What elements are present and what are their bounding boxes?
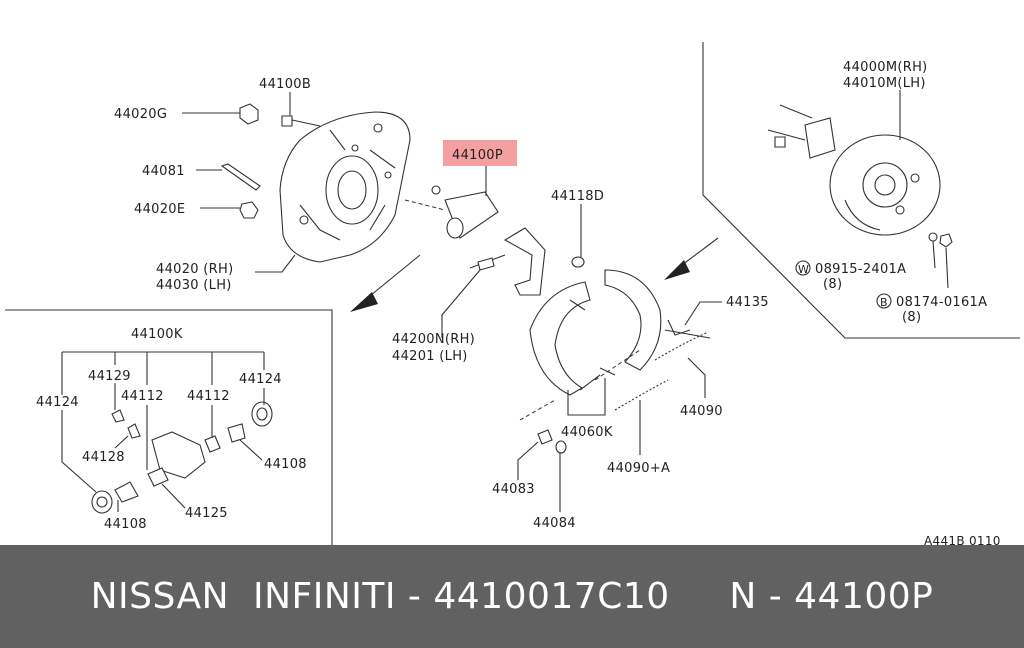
label-08174-0161a: 08174-0161A	[896, 295, 987, 310]
label-44060k: 44060K	[561, 425, 613, 440]
label-44124-left: 44124	[36, 395, 79, 410]
label-44020e: 44020E	[134, 202, 185, 217]
label-44112-right: 44112	[187, 389, 230, 404]
label-44129: 44129	[88, 369, 131, 384]
direction-arrow-right	[664, 237, 719, 280]
label-08915-2401a: 08915-2401A	[815, 262, 906, 277]
adjuster-44118d-illustration	[571, 256, 585, 268]
leader-lines	[61, 90, 949, 512]
assembly-dashed-guides	[519, 349, 641, 421]
marker-circle-w	[795, 260, 811, 276]
pin-44083-illustration	[537, 429, 553, 445]
label-44125: 44125	[185, 506, 228, 521]
part-number-banner: NISSAN INFINITI - 4410017C10 N - 44100P	[0, 545, 1024, 648]
label-44020-rh: 44020 (RH)	[156, 262, 233, 277]
drum-assembly-44000m-illustration	[767, 104, 941, 236]
label-44000m-rh: 44000M(RH)	[843, 60, 928, 75]
direction-arrow-left	[350, 254, 421, 312]
wheel-cylinder-44100p-illustration	[404, 185, 499, 239]
nut-08174-illustration	[939, 233, 953, 248]
label-08174-qty: (8)	[902, 310, 921, 325]
bolt-44100b-illustration	[281, 115, 321, 127]
label-44108-right: 44108	[264, 457, 307, 472]
label-44100k: 44100K	[131, 327, 183, 342]
parking-brake-lever-illustration	[469, 227, 546, 296]
label-44135: 44135	[726, 295, 769, 310]
cup-44084-illustration	[555, 440, 567, 454]
nut-44020e-illustration	[239, 201, 259, 219]
washer-08915-illustration	[928, 232, 938, 242]
label-44010m-lh: 44010M(LH)	[843, 76, 926, 91]
brake-parts-diagram: 44100B 44020G 44081 44020E 44020 (RH) 44…	[5, 42, 1020, 545]
label-44112-left: 44112	[121, 389, 164, 404]
brake-shoe-44060k-illustration	[529, 269, 662, 396]
label-44100p: 44100P	[452, 148, 503, 163]
marker-circle-b	[876, 293, 892, 309]
label-44100b: 44100B	[259, 77, 311, 92]
label-44108-left: 44108	[104, 517, 147, 532]
spring-44135-illustration	[664, 319, 711, 339]
label-44200n-rh: 44200N(RH)	[392, 332, 475, 347]
label-44083: 44083	[492, 482, 535, 497]
label-44090a: 44090+A	[607, 461, 670, 476]
label-44124-right: 44124	[239, 372, 282, 387]
diagram-reference-code: A441B 0110	[924, 534, 1001, 545]
backing-plate-illustration	[279, 111, 411, 263]
part-number-text: NISSAN INFINITI - 4410017C10 N - 44100P	[90, 576, 934, 617]
spring-44090-illustration	[654, 331, 709, 361]
label-44128: 44128	[82, 450, 125, 465]
label-44090: 44090	[680, 404, 723, 419]
label-08915-qty: (8)	[823, 277, 842, 292]
label-44084: 44084	[533, 516, 576, 531]
label-44020g: 44020G	[114, 107, 167, 122]
label-44118d: 44118D	[551, 189, 604, 204]
inset-wheel-cylinder-illustration	[91, 401, 273, 514]
inset-frame-drum-assembly	[702, 42, 1020, 339]
highlight-44100p	[443, 140, 517, 166]
spring-44090a-illustration	[614, 379, 669, 411]
marker-w: W	[798, 263, 809, 276]
label-44201-lh: 44201 (LH)	[392, 349, 468, 364]
label-44081: 44081	[142, 164, 185, 179]
inset-frame-wheel-cylinder	[5, 309, 333, 545]
marker-b: B	[880, 296, 888, 309]
nut-44020g-illustration	[239, 103, 259, 125]
label-44030-lh: 44030 (LH)	[156, 278, 232, 293]
bolt-44081-illustration	[220, 163, 261, 191]
